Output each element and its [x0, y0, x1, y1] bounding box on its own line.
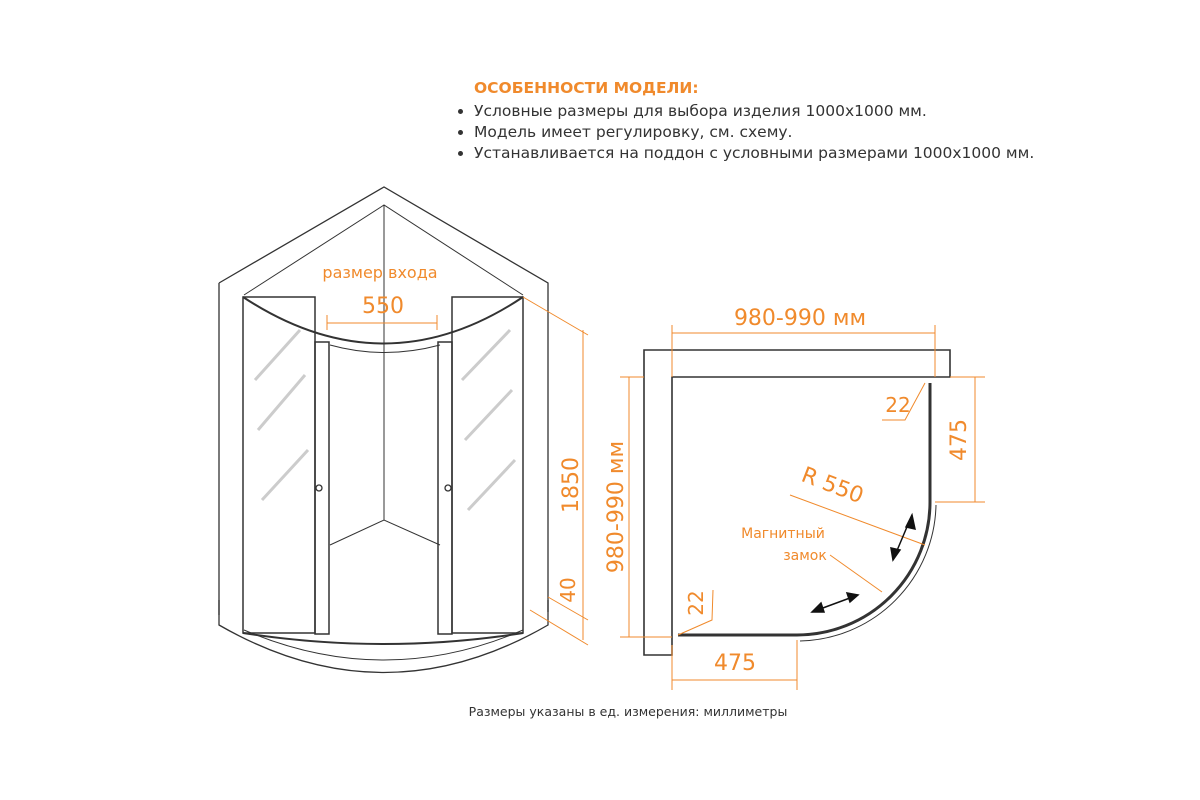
model-features: ОСОБЕННОСТИ МОДЕЛИ: Условные размеры для…	[448, 78, 1034, 164]
wall-inner	[243, 204, 524, 520]
top-gap-dimension: 22	[885, 393, 910, 417]
left-fixed-panel	[242, 296, 316, 634]
depth-dimension: 980-990 мм	[604, 441, 629, 573]
feature-item: Модель имеет регулировку, см. схему.	[474, 122, 1034, 143]
magnetic-lock-label: Магнитный	[741, 526, 825, 542]
floor-corner	[329, 519, 441, 546]
shower-tray	[218, 600, 549, 674]
right-side-dimension: 475	[947, 419, 972, 461]
entrance-label: размер входа	[322, 263, 437, 282]
units-caption: Размеры указаны в ед. измерения: миллиме…	[468, 704, 788, 719]
bottom-side-dimension: 475	[714, 651, 756, 676]
wall-outline	[218, 186, 549, 615]
entrance-width: 550	[362, 294, 404, 319]
sliding-doors	[796, 501, 932, 637]
adjustment-arrows	[810, 512, 916, 613]
left-gap-dimension: 22	[684, 590, 708, 615]
magnetic-lock-label: замок	[783, 548, 827, 564]
width-dimension: 980-990 мм	[734, 306, 866, 331]
features-title: ОСОБЕННОСТИ МОДЕЛИ:	[474, 79, 699, 97]
bottom-rail	[242, 632, 524, 645]
tray-top	[243, 629, 524, 661]
left-door	[314, 341, 330, 635]
top-rail-inner	[329, 344, 441, 353]
top-rail	[242, 296, 524, 345]
right-fixed-panel	[451, 296, 524, 634]
tray-height-dimension: 40	[556, 577, 580, 602]
feature-item: Устанавливается на поддон с условными ра…	[474, 143, 1034, 164]
height-dimension: 1850	[559, 457, 584, 513]
perspective-dimensions	[326, 296, 589, 646]
feature-item: Условные размеры для выбора изделия 1000…	[474, 101, 1034, 122]
perspective-view	[218, 186, 549, 674]
door-handle	[444, 484, 452, 492]
door-handle	[315, 484, 323, 492]
plan-dimensions	[620, 325, 985, 690]
glass-reflection	[253, 328, 517, 512]
